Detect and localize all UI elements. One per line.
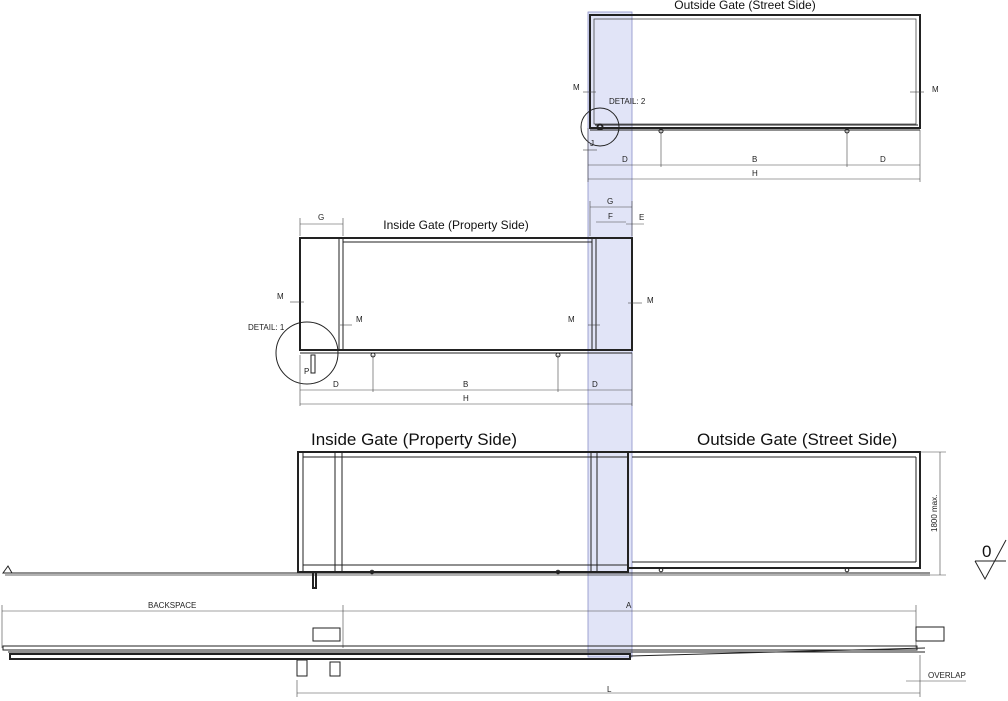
- dim-l: L: [607, 685, 612, 694]
- detail-2-circle: [580, 107, 620, 147]
- detail-1-label: DETAIL: 1: [248, 323, 285, 332]
- dim-h-mid: H: [463, 394, 469, 403]
- dim-d-top-right: D: [880, 155, 886, 164]
- dim-overlap: OVERLAP: [928, 671, 966, 680]
- detail-1-circle: [275, 321, 339, 385]
- dim-f: F: [608, 212, 613, 221]
- overlap-highlight-band: [587, 11, 633, 658]
- dim-d-mid-left: D: [333, 380, 339, 389]
- detail-2-label: DETAIL: 2: [609, 97, 646, 106]
- dim-m-mid-left: M: [277, 292, 284, 301]
- dim-h-top: H: [752, 169, 758, 178]
- level-symbol-value: 0: [982, 542, 991, 561]
- level-symbol: 0: [974, 539, 1007, 581]
- dim-a: A: [626, 601, 632, 610]
- top-outside-gate-title: Outside Gate (Street Side): [674, 0, 815, 12]
- dim-d-mid-right: D: [592, 380, 598, 389]
- mid-inside-gate: Inside Gate (Property Side) DETAIL: 1 P …: [248, 197, 654, 406]
- dim-m-top-left: M: [573, 83, 580, 92]
- dim-g-mid-right: G: [607, 197, 613, 206]
- dim-m-mid-inner-left: M: [356, 315, 363, 324]
- dim-m-top-right: M: [932, 85, 939, 94]
- top-outside-gate: Outside Gate (Street Side) DETAIL: 2 M M…: [573, 0, 939, 182]
- dim-backspace: BACKSPACE: [148, 601, 196, 610]
- dim-b-mid: B: [463, 380, 468, 389]
- bottom-combined-gates: Inside Gate (Property Side) Outside Gate…: [2, 430, 1007, 589]
- dim-b-top: B: [752, 155, 757, 164]
- dim-d-top-left: D: [622, 155, 628, 164]
- dim-j: J: [590, 139, 594, 148]
- dim-e: E: [639, 213, 644, 222]
- dim-height-1800: 1800 max.: [930, 495, 939, 532]
- dim-p: P: [304, 367, 309, 376]
- mid-inside-gate-title: Inside Gate (Property Side): [383, 218, 528, 232]
- bottom-outside-gate-title: Outside Gate (Street Side): [697, 430, 897, 449]
- plan-view-track: BACKSPACE A L OVERLAP: [1, 601, 966, 697]
- dim-m-mid-inner-right: M: [568, 315, 575, 324]
- bottom-inside-gate-title: Inside Gate (Property Side): [311, 430, 517, 449]
- dim-g-mid-left: G: [318, 213, 324, 222]
- dim-m-mid-right: M: [647, 296, 654, 305]
